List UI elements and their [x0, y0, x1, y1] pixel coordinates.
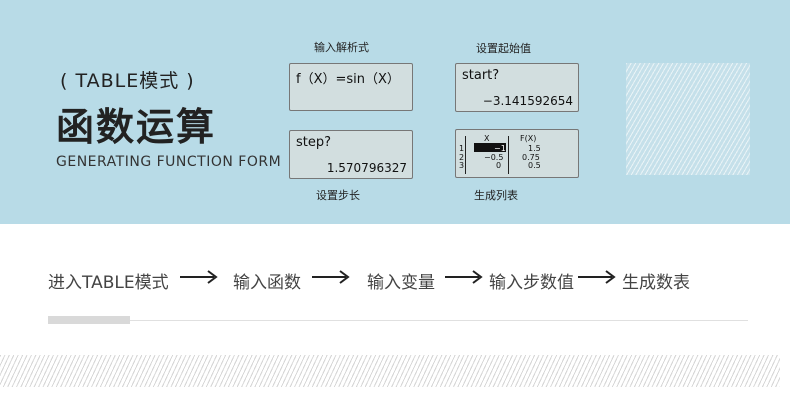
table-row-index: 1 — [459, 144, 465, 153]
arrow-right-icon — [445, 270, 483, 284]
flow-step-input-variable: 输入变量 — [367, 273, 435, 293]
table-cell-x: −0.5 — [484, 153, 504, 162]
table-left-rule — [465, 136, 466, 174]
function-expression: f（X）=sin（X） — [296, 72, 400, 87]
table-screen: X F(X) 1 −1 1.5 2 −0.5 0.75 3 0 0.5 — [455, 129, 579, 178]
step-screen: step? 1.570796327 — [289, 130, 413, 179]
mode-title: ( TABLE模式 ) — [60, 70, 195, 92]
table-cell-fx: 0.5 — [528, 161, 541, 170]
table-row-index: 2 — [459, 153, 465, 162]
table-cursor — [474, 143, 506, 152]
table-cell-fx: 1.5 — [528, 144, 541, 153]
value-table: X F(X) 1 −1 1.5 2 −0.5 0.75 3 0 0.5 — [456, 130, 578, 177]
input-function-caption: 输入解析式 — [314, 41, 369, 54]
flow-step-generate-table: 生成数表 — [622, 273, 690, 293]
step-prompt: step? — [296, 135, 332, 150]
arrow-right-icon — [180, 270, 218, 284]
table-mid-rule — [508, 136, 509, 174]
flow-step-input-function: 输入函数 — [233, 273, 301, 293]
arrow-right-icon — [578, 270, 616, 284]
decorative-hatch-panel — [626, 63, 750, 175]
section-divider — [130, 320, 748, 321]
decorative-hatch-strip — [0, 355, 780, 387]
table-row-index: 3 — [459, 161, 465, 170]
header-banner: ( TABLE模式 ) 函数运算 GENERATING FUNCTION FOR… — [0, 0, 790, 224]
start-value: −3.141592654 — [482, 94, 573, 108]
start-value-caption: 设置起始值 — [476, 42, 531, 55]
table-cell-x: 0 — [496, 161, 502, 170]
flow-step-enter-table-mode: 进入TABLE模式 — [48, 273, 169, 293]
input-function-screen: f（X）=sin（X） — [289, 63, 413, 111]
arrow-right-icon — [312, 270, 350, 284]
page-subtitle: GENERATING FUNCTION FORM — [56, 154, 282, 170]
table-cell-fx: 0.75 — [522, 153, 540, 162]
page-title: 函数运算 — [56, 105, 217, 149]
table-cell-x: −1 — [494, 144, 506, 153]
step-value: 1.570796327 — [326, 161, 407, 175]
flow-step-input-step: 输入步数值 — [489, 273, 574, 293]
start-prompt: start? — [462, 68, 500, 83]
step-caption: 设置步长 — [316, 189, 360, 202]
section-accent-bar — [48, 316, 130, 324]
table-header-x: X — [484, 134, 490, 143]
table-header-fx: F(X) — [520, 134, 537, 143]
start-value-screen: start? −3.141592654 — [455, 63, 579, 112]
table-caption: 生成列表 — [474, 189, 518, 202]
